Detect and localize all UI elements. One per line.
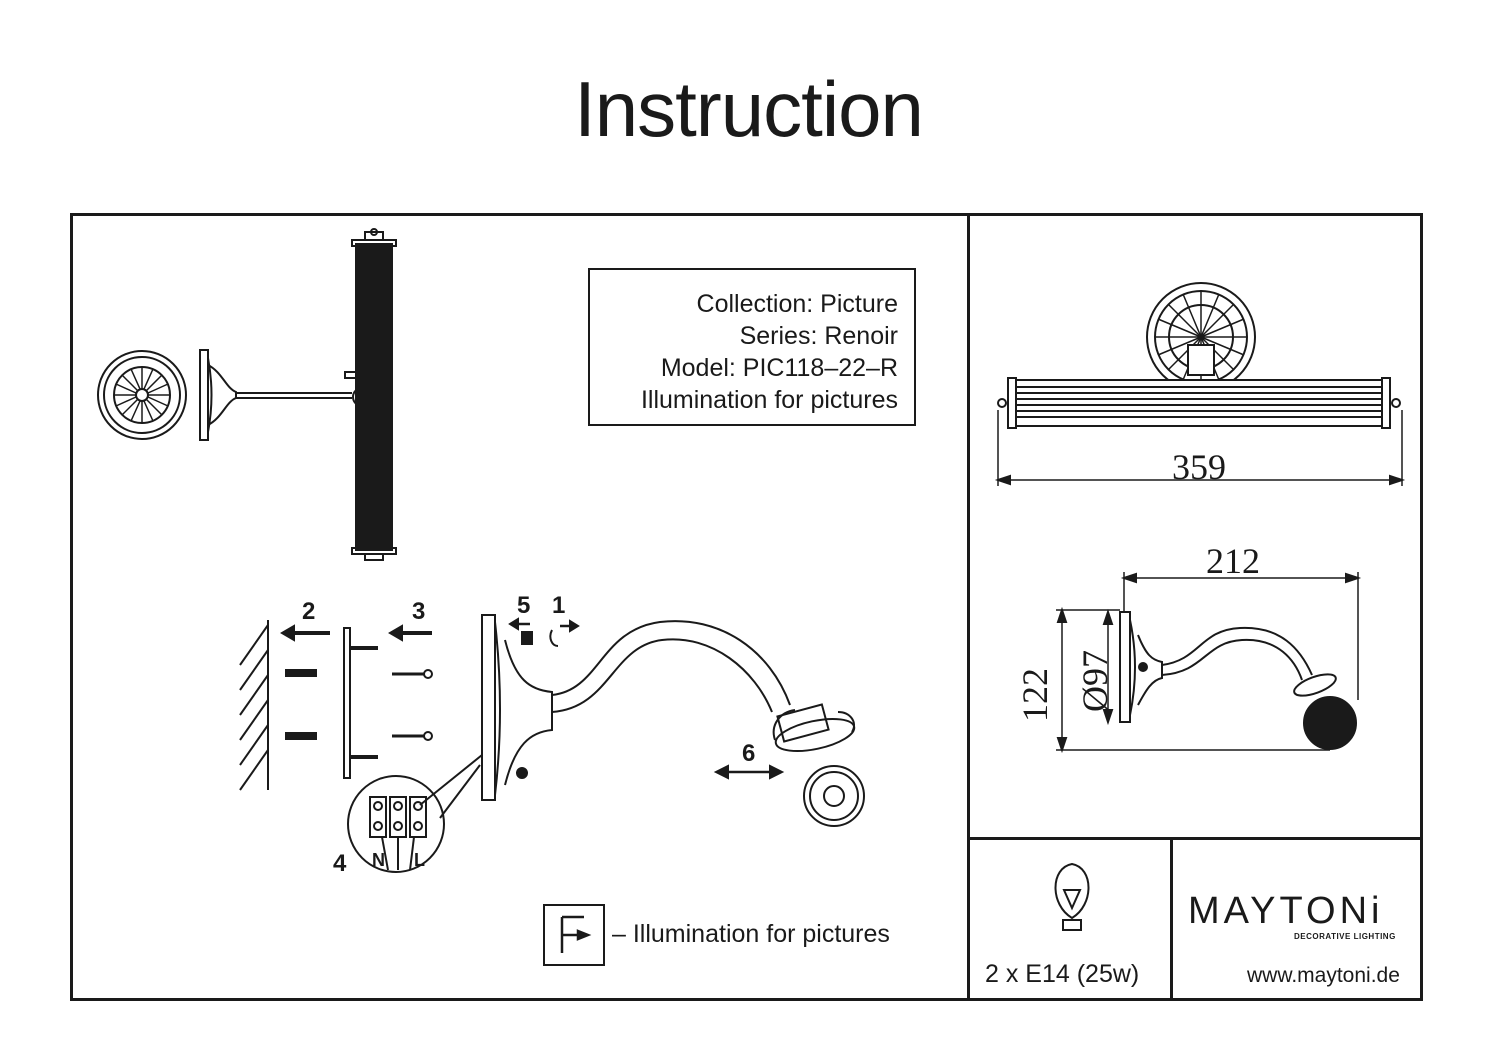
brand-tagline: DECORATIVE LIGHTING (1294, 932, 1396, 941)
divider-horizontal-specs (967, 837, 1420, 840)
step-number-3: 3 (412, 598, 426, 625)
dimension-depth-label: 212 (1206, 541, 1260, 581)
terminal-live-label: L (414, 850, 425, 870)
wall-dowel-icon (285, 669, 317, 740)
brand-logo: MAYTONi (1188, 890, 1384, 932)
lamp-side-dimension-drawing (1056, 572, 1362, 754)
step-number-1: 1 (552, 592, 566, 619)
divider-vertical-main (967, 216, 970, 998)
model-label: Model: PIC118–22–R (660, 354, 898, 382)
terminal-neutral-label: N (372, 850, 385, 870)
step-number-5: 5 (517, 592, 531, 619)
dimension-width-label: 359 (1172, 447, 1226, 487)
page-title: Instruction (574, 65, 924, 153)
purpose-label: Illumination for pictures (640, 386, 898, 414)
step-number-4: 4 (333, 850, 347, 877)
dimension-diameter-label: Ø97 (1075, 650, 1115, 712)
bulb-spec-label: 2 x E14 (25w) (985, 960, 1140, 988)
instruction-frame (70, 213, 1423, 1001)
rotate-arrow-icon (772, 709, 856, 741)
light-bulb-icon (1054, 862, 1090, 931)
brand-website: www.maytoni.de (1247, 964, 1400, 987)
divider-vertical-specs (1170, 837, 1173, 998)
screw-icon (392, 669, 433, 741)
step-number-2: 2 (302, 598, 316, 625)
wall-hatch-icon (239, 620, 269, 791)
picture-light-icon (560, 915, 592, 953)
dimension-height-label: 122 (1015, 668, 1055, 722)
product-info-box: Collection: Picture Series: Renoir Model… (588, 268, 916, 426)
lamp-side-view-drawing (97, 228, 397, 561)
collection-label: Collection: Picture (696, 290, 898, 318)
legend-icon-box (543, 904, 605, 966)
terminal-block-icon (347, 775, 445, 873)
installation-steps-drawing (239, 614, 865, 873)
series-label: Series: Renoir (739, 322, 898, 350)
legend-label: – Illumination for pictures (612, 920, 890, 948)
step-number-6: 6 (742, 740, 756, 767)
lamp-front-view-drawing (994, 282, 1406, 486)
rosette-front-icon (97, 350, 187, 440)
